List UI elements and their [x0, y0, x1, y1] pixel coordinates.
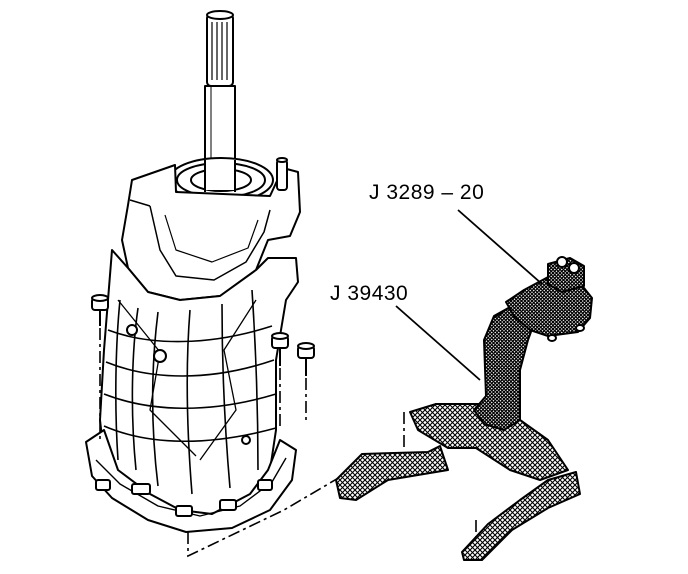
fixture-knob-1: [556, 256, 568, 268]
bolt-left: [91, 294, 109, 326]
fixture-left-foot: [335, 445, 449, 501]
tool-label-j3289-20: J 3289 – 20: [369, 181, 485, 204]
bolt-right-2: [297, 342, 315, 376]
fixture-pin-left: [547, 334, 557, 342]
tool-label-j39430: J 39430: [330, 282, 409, 305]
front-case: [121, 157, 301, 301]
fixture-base: [409, 403, 569, 481]
main-case: [99, 249, 299, 521]
leader-line-tool-1: [457, 209, 543, 285]
leader-line-tool-2: [395, 305, 481, 381]
fixture-right-foot: [461, 471, 581, 561]
holding-fixture: [335, 256, 593, 561]
rear-flange: [85, 429, 297, 533]
bolt-right-1: [271, 332, 289, 366]
fixture-pin-right: [575, 324, 585, 332]
fixture-knob-2: [568, 262, 580, 274]
fixture-head: [505, 275, 593, 337]
transmission-assembly: [85, 10, 301, 533]
bearing-retainer: [168, 157, 274, 203]
